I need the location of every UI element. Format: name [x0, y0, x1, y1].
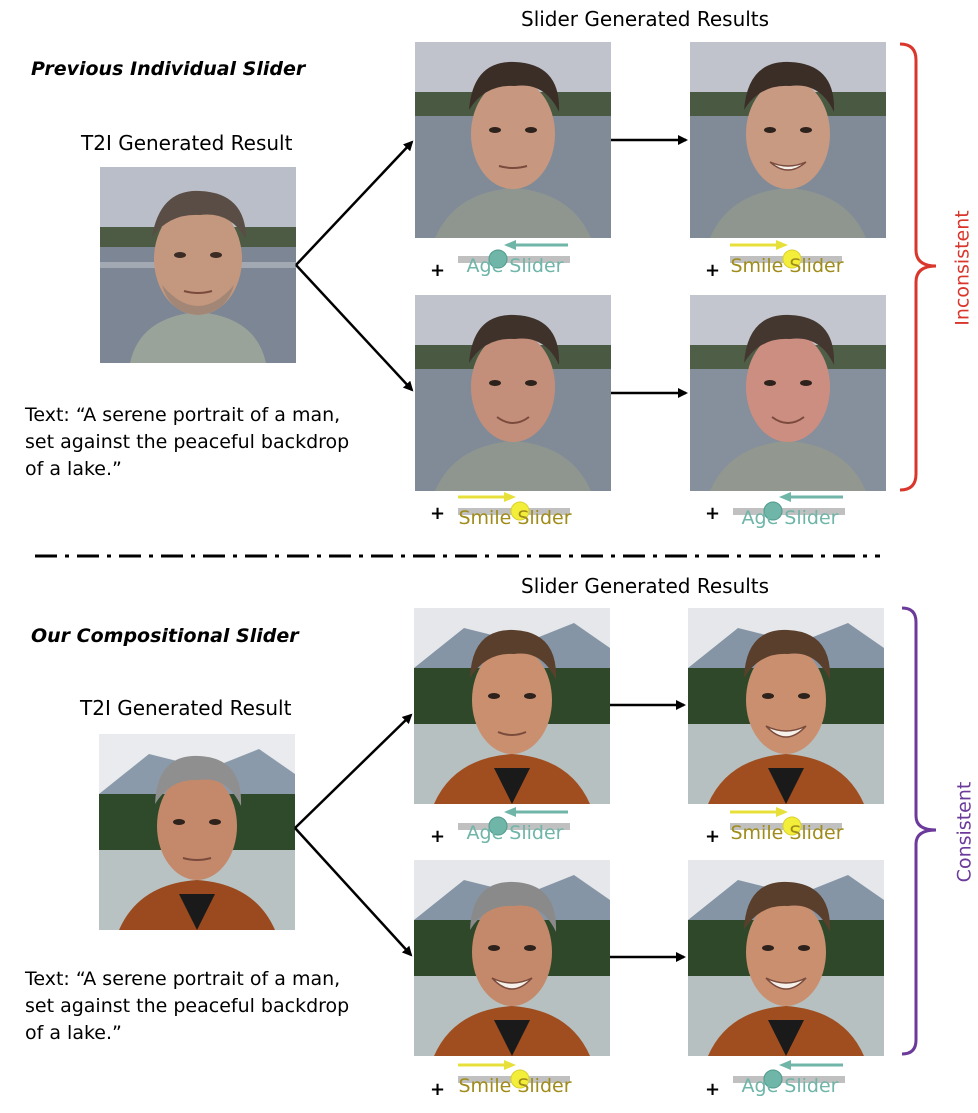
arrow-to-result-bottom-3: [294, 827, 413, 957]
result-image-bottom-2: [688, 608, 884, 804]
age-slider-widget[interactable]: Age Slider: [450, 240, 580, 290]
portrait-lake-smile: [415, 295, 611, 491]
prompt-line: Text: “A serene portrait of a man,: [25, 404, 341, 426]
t2i-portrait-bottom: [99, 734, 295, 930]
result-image-top-1: [415, 42, 611, 238]
results-heading-top: Slider Generated Results: [521, 7, 770, 31]
smile-slider-graphic: [730, 240, 842, 269]
portrait-mountain-older-smile: [414, 860, 610, 1056]
prompt-line: of a lake.”: [25, 1022, 122, 1044]
smile-slider-widget[interactable]: Smile Slider: [722, 240, 852, 290]
age-slider-widget[interactable]: Age Slider: [725, 1060, 855, 1110]
method-title-previous: Previous Individual Slider: [31, 58, 306, 80]
smile-slider-label: Smile Slider: [458, 1075, 572, 1097]
smile-slider-widget[interactable]: Smile Slider: [450, 492, 580, 542]
age-slider-graphic: [458, 807, 570, 836]
portrait-lake-young: [415, 42, 611, 238]
age-slider-label: Age Slider: [741, 507, 839, 529]
prompt-line: set against the peaceful backdrop: [25, 995, 350, 1017]
prompt-text-bottom: Text: “A serene portrait of a man, set a…: [25, 966, 395, 1047]
portrait-lake-older: [100, 167, 296, 363]
portrait-lake-young-smile: [690, 42, 886, 238]
smile-slider-graphic: [730, 807, 842, 836]
t2i-heading-bottom: T2I Generated Result: [80, 696, 292, 720]
age-slider-graphic: [733, 1060, 845, 1089]
plus-sign: +: [705, 826, 721, 847]
smile-slider-widget[interactable]: Smile Slider: [450, 1060, 580, 1110]
method-title-ours: Our Compositional Slider: [31, 625, 299, 647]
prompt-text-top: Text: “A serene portrait of a man, set a…: [25, 402, 395, 483]
age-slider-label: Age Slider: [741, 1075, 839, 1097]
smile-slider-label: Smile Slider: [458, 507, 572, 529]
plus-sign: +: [705, 503, 721, 524]
result-image-top-2: [690, 42, 886, 238]
plus-sign: +: [430, 260, 446, 281]
result-image-top-4: [690, 295, 886, 491]
portrait-mountain-young: [414, 608, 610, 804]
smile-slider-graphic: [458, 1060, 570, 1089]
age-slider-label: Age Slider: [466, 822, 564, 844]
prompt-line: set against the peaceful backdrop: [25, 431, 350, 453]
results-heading-bottom: Slider Generated Results: [521, 574, 770, 598]
arrow-to-result-bottom-1: [294, 713, 413, 829]
plus-sign: +: [430, 826, 446, 847]
result-image-bottom-3: [414, 860, 610, 1056]
result-image-top-3: [415, 295, 611, 491]
age-slider-widget[interactable]: Age Slider: [450, 807, 580, 857]
arrow-to-result-top-3: [295, 264, 414, 392]
age-slider-widget[interactable]: Age Slider: [725, 492, 855, 542]
portrait-mountain-young-smile: [688, 608, 884, 804]
age-slider-label: Age Slider: [466, 255, 564, 277]
smile-slider-label: Smile Slider: [730, 255, 844, 277]
smile-slider-graphic: [458, 492, 570, 521]
age-slider-graphic: [458, 240, 570, 269]
prompt-line: of a lake.”: [25, 458, 122, 480]
result-image-bottom-1: [414, 608, 610, 804]
smile-slider-widget[interactable]: Smile Slider: [722, 807, 852, 857]
prompt-line: Text: “A serene portrait of a man,: [25, 968, 341, 990]
plus-sign: +: [705, 260, 721, 281]
result-image-bottom-4: [688, 860, 884, 1056]
portrait-mountain-young-smile-2: [688, 860, 884, 1056]
portrait-lake-smile-blurred: [690, 295, 886, 491]
age-slider-graphic: [733, 492, 845, 521]
inconsistent-bracket: [899, 42, 937, 492]
t2i-portrait-top: [100, 167, 296, 363]
consistent-bracket: [901, 606, 937, 1056]
plus-sign: +: [705, 1079, 721, 1100]
plus-sign: +: [430, 503, 446, 524]
plus-sign: +: [430, 1079, 446, 1100]
portrait-mountain-older: [99, 734, 295, 930]
t2i-heading-top: T2I Generated Result: [81, 131, 293, 155]
smile-slider-label: Smile Slider: [730, 822, 844, 844]
arrow-to-result-top-1: [295, 140, 414, 266]
